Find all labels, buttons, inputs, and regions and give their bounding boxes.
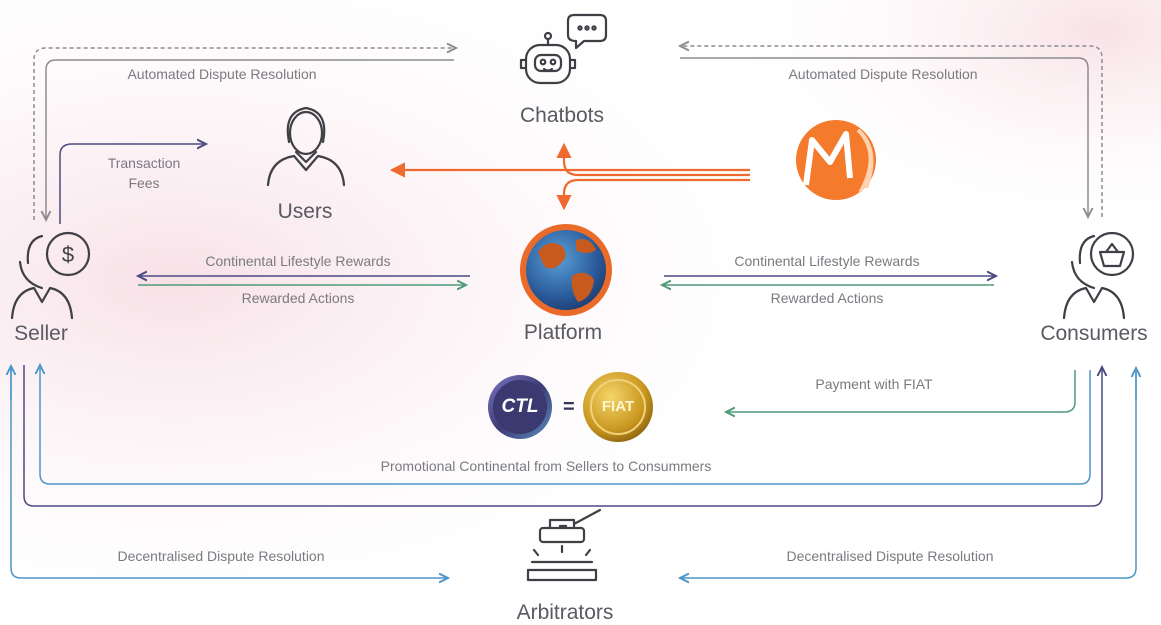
platform-globe-icon bbox=[520, 224, 612, 316]
seller-rewards-label: Continental Lifestyle Rewards bbox=[205, 253, 391, 269]
brand-orange-flows bbox=[389, 142, 750, 211]
transaction-fees-arrow bbox=[59, 144, 206, 224]
ctl-coin-icon bbox=[488, 375, 552, 439]
svg-text:$: $ bbox=[62, 242, 74, 267]
fiat-coin-icon bbox=[583, 372, 653, 442]
automated-dispute-right-label: Automated Dispute Resolution bbox=[788, 66, 978, 82]
promotional-label: Promotional Continental from Sellers to … bbox=[380, 458, 712, 474]
arbitrators-label: Arbitrators bbox=[516, 601, 614, 624]
consumers-actions-label: Rewarded Actions bbox=[770, 290, 884, 306]
seller-actions-label: Rewarded Actions bbox=[241, 290, 355, 306]
fiat-coin-text: FIAT bbox=[601, 398, 635, 415]
decentralised-right-label: Decentralised Dispute Resolution bbox=[786, 548, 994, 564]
seller-label: Seller bbox=[14, 322, 68, 345]
seller-icon: $ bbox=[10, 231, 91, 320]
automated-dispute-left-dashed-arrow bbox=[33, 48, 456, 220]
ctl-coin-text: CTL bbox=[501, 396, 539, 417]
decentralised-left-label: Decentralised Dispute Resolution bbox=[117, 548, 325, 564]
user-icon bbox=[266, 106, 346, 187]
transaction-fees-label-2: Fees bbox=[128, 175, 160, 191]
promotional-arrow bbox=[40, 365, 1091, 485]
users-label: Users bbox=[277, 200, 333, 223]
chatbot-icon bbox=[519, 13, 608, 85]
platform-label: Platform bbox=[523, 321, 603, 344]
chatbots-label: Chatbots bbox=[519, 104, 605, 127]
decentralised-right-arrow bbox=[680, 370, 1137, 578]
consumer-icon bbox=[1062, 231, 1135, 320]
automated-dispute-right-solid-arrow bbox=[680, 57, 1088, 217]
consumers-rewards-label: Continental Lifestyle Rewards bbox=[734, 253, 920, 269]
automated-dispute-left-solid-arrow bbox=[46, 59, 454, 220]
automated-dispute-left-label: Automated Dispute Resolution bbox=[127, 66, 317, 82]
equals-sign: = bbox=[563, 396, 575, 418]
transaction-fees-label-1: Transaction bbox=[107, 155, 181, 171]
gavel-icon bbox=[526, 508, 602, 582]
decentralised-left-arrow bbox=[10, 366, 448, 578]
automated-dispute-right-dashed-arrow bbox=[680, 46, 1103, 217]
consumers-label: Consumers bbox=[1040, 322, 1148, 345]
payment-fiat-arrow bbox=[726, 370, 1076, 412]
payment-fiat-label: Payment with FIAT bbox=[815, 376, 933, 392]
promotional-purple-loop bbox=[23, 365, 1102, 507]
brand-logo-icon bbox=[796, 120, 876, 200]
